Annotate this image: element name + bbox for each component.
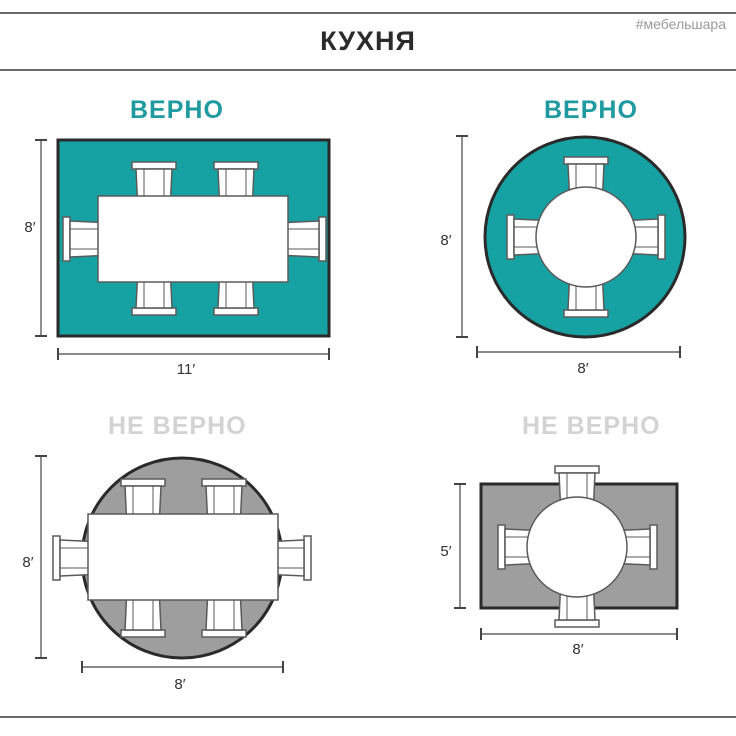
verdict-bottom-left: НЕ ВЕРНО: [108, 412, 247, 440]
hashtag: #мебельшара: [635, 16, 726, 32]
panel-top-right: 8′ 8′: [440, 134, 687, 377]
top-rule: [0, 12, 736, 14]
width-label: 8′: [577, 360, 588, 377]
height-label: 8′: [22, 554, 33, 571]
bottom-rule: [0, 716, 736, 718]
page-title: КУХНЯ: [320, 26, 416, 56]
width-label: 8′: [572, 641, 583, 658]
table-circle: [526, 496, 628, 598]
table-circle: [535, 186, 637, 288]
panel-top-left: 8′ 11′: [24, 138, 331, 378]
table-rectangle: [87, 513, 279, 601]
verdict-top-right: ВЕРНО: [544, 96, 638, 124]
verdict-top-left: ВЕРНО: [130, 96, 224, 124]
verdict-bottom-right: НЕ ВЕРНО: [522, 412, 661, 440]
width-label: 8′: [174, 676, 185, 693]
height-label: 8′: [24, 219, 35, 236]
width-label: 11′: [177, 361, 196, 378]
header-rule: [0, 69, 736, 71]
height-label: 8′: [440, 232, 451, 249]
panel-bottom-left: 8′ 8′: [22, 454, 312, 693]
table-rectangle: [97, 195, 289, 283]
height-label: 5′: [440, 543, 451, 560]
panel-bottom-right: 5′ 8′: [440, 465, 679, 658]
